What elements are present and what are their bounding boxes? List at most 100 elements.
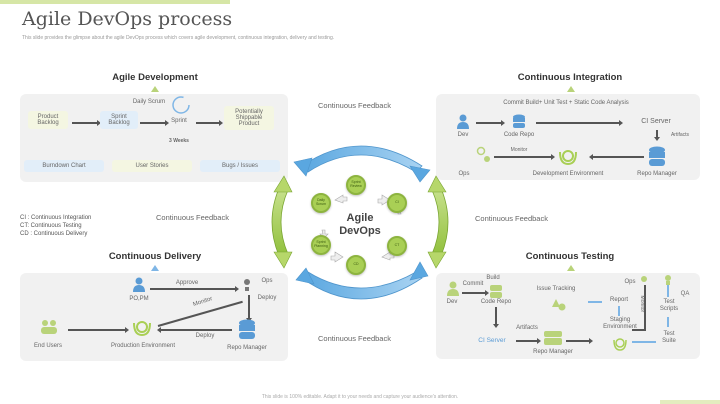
- triangle-marker-icon: [151, 265, 159, 271]
- end-users-label: End Users: [33, 343, 62, 349]
- deploy-vertical-label: Deploy: [257, 295, 277, 301]
- cycle-node-daily-scrum: Daily Scrum: [311, 193, 331, 213]
- daily-scrum-label: Daily Scrum: [132, 99, 166, 105]
- user-stories: User Stories: [112, 160, 192, 172]
- po-pm-label: PO,PM: [129, 296, 149, 302]
- monitor-line-icon: [644, 285, 646, 331]
- cycle-node-sprint-planning: Sprint Planning: [311, 235, 331, 255]
- center-label: Agile DevOps: [330, 212, 390, 238]
- ops-label: Ops: [624, 279, 636, 285]
- triangle-marker-icon: [567, 86, 575, 92]
- prod-env-label: Production Environment: [110, 343, 176, 349]
- arrow-icon: [196, 120, 223, 126]
- legend-cd: CD : Continuous Delivery: [20, 231, 88, 238]
- legend-ci: CI : Continuous Integration: [20, 215, 92, 221]
- dev-label: Dev: [457, 132, 469, 138]
- blue-arrowhead-top-right: [409, 165, 431, 183]
- feedback-label-bottom: Continuous Feedback: [318, 334, 391, 343]
- database-icon: [649, 146, 665, 166]
- arrow-left-icon: [589, 154, 644, 160]
- blue-connector-icon: [667, 317, 669, 327]
- dev-env-label: Development Environment: [532, 171, 604, 177]
- green-arrowhead-right-bottom: [427, 251, 447, 269]
- approve-label: Approve: [175, 280, 199, 286]
- build-label: Build: [486, 275, 500, 281]
- cycle-node-ci: CI: [387, 193, 407, 213]
- arrow-down-icon: [493, 307, 499, 328]
- artifacts-label: Artifacts: [516, 325, 538, 331]
- center-label-line2: DevOps: [339, 225, 381, 238]
- arrow-icon: [68, 327, 129, 333]
- deploy-horizontal-label: Deploy: [195, 333, 215, 339]
- ops-label: Ops: [261, 278, 273, 284]
- repo-manager-label: Repo Manager: [637, 171, 677, 177]
- test-suite-label: Test Suite: [662, 331, 676, 344]
- ops-icon: [244, 279, 250, 291]
- environment-icon: [133, 321, 151, 337]
- top-accent-bar: [0, 0, 230, 4]
- code-repo-label: Code Repo: [480, 299, 512, 305]
- arrow-icon: [516, 338, 541, 344]
- end-users-icon: [41, 320, 57, 334]
- code-repo-label: Code Repo: [503, 132, 535, 138]
- database-icon: [544, 331, 562, 345]
- ci-server-label: CI Server: [478, 337, 506, 344]
- ci-server-label: CI Server: [641, 118, 671, 125]
- shippable-product: Potentially Shippable Product: [224, 106, 274, 130]
- green-arrow-left: [271, 185, 289, 259]
- dev-label: Dev: [446, 299, 458, 305]
- page-subtitle: This slide provides the glimpse about th…: [22, 35, 335, 41]
- triangle-marker-icon: [151, 86, 159, 92]
- feedback-label-right: Continuous Feedback: [475, 214, 548, 223]
- monitor-label: Monitor: [510, 147, 528, 153]
- cycle-icon: [172, 96, 190, 114]
- arrow-icon: [72, 120, 101, 126]
- report-label: Report: [609, 297, 628, 303]
- blue-arrow-top: [301, 145, 423, 173]
- arrow-icon: [536, 120, 623, 126]
- cycle-node-cd: CD: [346, 255, 366, 275]
- triangle-marker-icon: [567, 265, 575, 271]
- user-icon: [133, 277, 145, 292]
- continuous-delivery-title: Continuous Delivery: [108, 251, 202, 262]
- footer-note: This slide is 100% editable. Adapt it to…: [261, 394, 459, 400]
- arrow-left-icon: [157, 327, 232, 333]
- user-icon: [457, 114, 469, 129]
- small-arrow-icon: [334, 194, 348, 204]
- database-icon: [513, 114, 525, 128]
- arrow-icon: [462, 290, 489, 296]
- sprint-label: Sprint: [171, 118, 187, 124]
- ops-gear-icon: [476, 146, 490, 162]
- arrow-icon: [150, 286, 239, 292]
- blue-arrow-bottom: [301, 271, 423, 300]
- duration-label: 3 Weeks: [169, 138, 189, 144]
- arrow-down-icon: [246, 295, 252, 322]
- arrow-down-icon: [654, 130, 660, 141]
- test-scripts-label: Test Scripts: [659, 299, 679, 312]
- blue-connector-icon: [588, 301, 602, 303]
- commit-label: Commit: [462, 281, 484, 287]
- environment-icon: [559, 150, 577, 166]
- arrow-icon: [476, 120, 505, 126]
- ci-pipeline-label: Commit Build+ Unit Test + Static Code An…: [503, 100, 629, 106]
- continuous-delivery-panel: PO,PM Approve Ops Deploy Monitor End Use…: [20, 273, 288, 361]
- green-arrow-right: [431, 185, 449, 259]
- arrow-icon: [566, 338, 593, 344]
- blue-arrowhead-top-left: [293, 157, 313, 177]
- continuous-integration-title: Continuous Integration: [517, 72, 623, 83]
- ops-icon: [641, 276, 647, 282]
- bugs-issues: Bugs / Issues: [200, 160, 280, 172]
- blue-arrowhead-bottom-left: [295, 267, 315, 285]
- product-backlog: Product Backlog: [28, 111, 68, 129]
- continuous-testing-panel: Dev Commit Build Code Repo CI Server Art…: [436, 273, 700, 359]
- monitor-line-icon: [632, 329, 646, 331]
- feedback-label-top: Continuous Feedback: [318, 101, 391, 110]
- user-icon: [447, 281, 459, 296]
- artifacts-label: Artifacts: [670, 132, 690, 138]
- bottom-accent-bar: [660, 400, 720, 404]
- agile-development-panel: Product Backlog Sprint Backlog Daily Scr…: [20, 94, 288, 182]
- center-label-line1: Agile: [346, 212, 374, 224]
- monitor-label: Monitor: [638, 295, 645, 313]
- small-arrow-icon: [330, 251, 344, 263]
- database-icon: [239, 319, 255, 339]
